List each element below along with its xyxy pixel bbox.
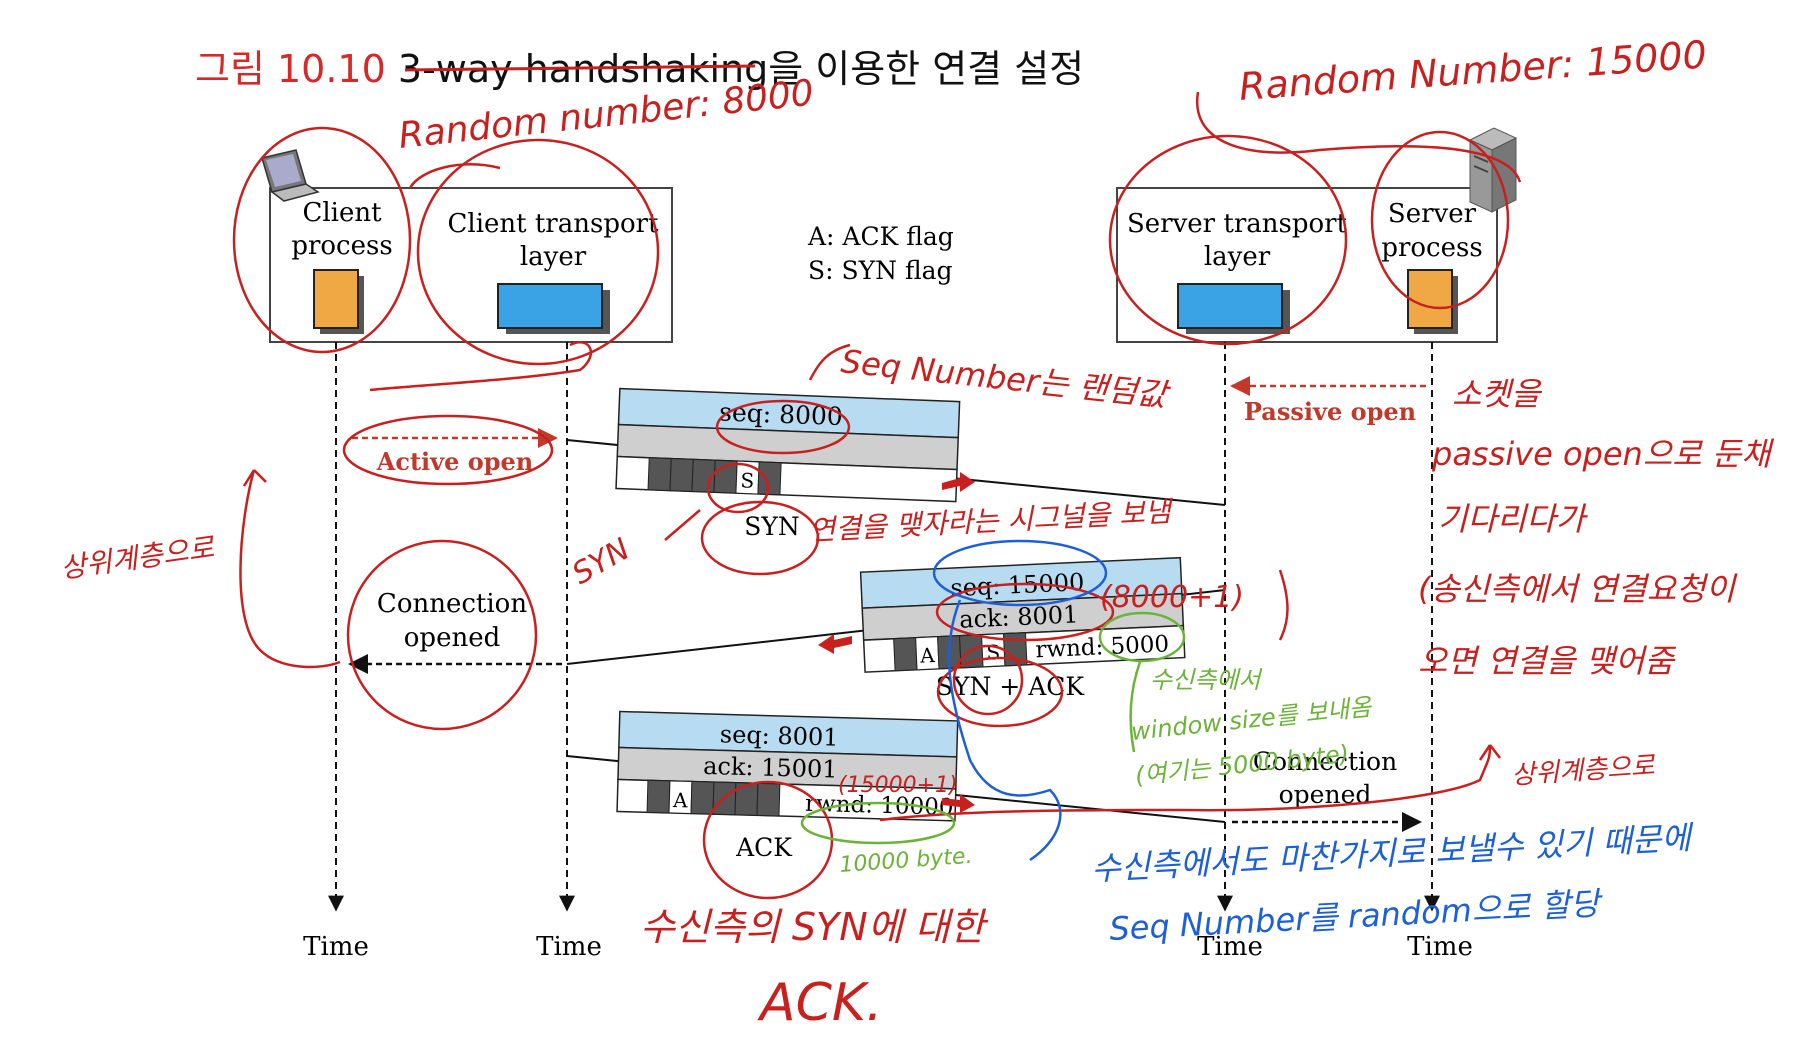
note-socket-5: 오면 연결을 맺어줌 [1418, 642, 1676, 680]
circle-client-connection [346, 539, 538, 731]
syn-seq-label: seq: 8000 [719, 397, 844, 431]
syn-flag-s: S [740, 468, 755, 493]
circle-syn-label [700, 500, 820, 576]
figure-number: 그림 10.10 [195, 47, 386, 91]
server-process-label-1: Server [1388, 199, 1477, 229]
time-label-4: Time [1407, 932, 1473, 962]
circle-synack-flag [952, 644, 1024, 716]
upper-layer-right-arrowhead [1478, 744, 1501, 761]
circle-server-transport [1108, 134, 1348, 346]
note-random-client: Random number: 8000 [397, 73, 816, 157]
circle-client-process [232, 126, 412, 354]
client-transport-block [497, 283, 603, 329]
note-bottom-2: ACK. [757, 973, 883, 1033]
passive-open-label: Passive open [1244, 397, 1416, 426]
plus-one-bracket [1278, 569, 1289, 641]
client-connection-opened-1: Connection [377, 589, 527, 619]
synack-direction-arrow [818, 634, 852, 654]
circle-server-process [1370, 130, 1510, 310]
seq-note-leader [808, 343, 851, 381]
active-open-bracket [369, 341, 592, 392]
server-random-stroke [1195, 91, 1522, 183]
timelines [328, 342, 1440, 912]
server-process-block [1407, 269, 1453, 329]
client-box: Client process Client transport layer [269, 187, 673, 343]
syn-segment: seq: 8000 S [615, 387, 961, 503]
green-annotation-strokes [800, 611, 1186, 845]
blue-leader-line [947, 599, 1062, 862]
synack-flag-a: A [919, 643, 936, 668]
ack-ack-label: ack: 15001 [703, 752, 838, 784]
legend-ack: A: ACK flag [807, 222, 954, 251]
note-upper-layer-left: 상위계층으로 [58, 531, 217, 585]
green-leader-line [1129, 661, 1142, 753]
synack-rwnd-label: rwnd: 5000 [1035, 631, 1170, 663]
server-transport-block [1177, 283, 1283, 329]
syn-note-pointer [664, 509, 701, 541]
client-process-label-1: Client [302, 198, 382, 228]
note-socket-3: 기다리다가 [1438, 500, 1589, 538]
title-strike [404, 64, 756, 72]
ack-segment: seq: 8001 ack: 15001 rwnd: 10000 A [616, 710, 959, 822]
circle-synack-seq [932, 539, 1108, 607]
ack-seq-label: seq: 8001 [720, 720, 839, 751]
synack-flag-s: S [986, 640, 1001, 665]
client-process-label-2: process [291, 231, 392, 261]
note-socket-4: (송신측에서 연결요청이 [1418, 570, 1738, 608]
note-syn-signal: 연결을 맺자라는 시그널을 보냄 [809, 495, 1175, 547]
note-blue-1: 수신측에서도 마찬가지로 보낼수 있기 때문에 [1090, 818, 1695, 888]
client-transport-label-2: layer [520, 242, 587, 272]
active-open-label: Active open [376, 447, 534, 476]
server-connection-opened-1: Connection [1253, 747, 1397, 776]
time-label-1: Time [303, 932, 369, 962]
server-process-label-2: process [1381, 233, 1482, 263]
circle-synack-ack [935, 582, 1115, 642]
server-transport-label-2: layer [1204, 242, 1271, 272]
client-connection-opened-2: opened [404, 623, 500, 653]
client-transport-label-1: Client transport [447, 209, 659, 239]
note-random-server: Random Number: 15000 [1238, 32, 1709, 109]
syn-label: SYN [744, 512, 800, 541]
circle-syn-flag [706, 462, 770, 514]
red-annotation-strokes [232, 91, 1522, 900]
note-plus-one: (8000+1) [1100, 580, 1244, 615]
client-random-stroke [408, 163, 501, 189]
circle-client-transport [416, 138, 660, 366]
note-socket-2: passive open으로 둔채 [1431, 435, 1774, 473]
server-tower-icon [1468, 127, 1518, 213]
note-green-2: window size를 보내옴 [1130, 693, 1375, 746]
note-blue-2: Seq Number를 random으로 할당 [1108, 884, 1605, 948]
laptop-icon [261, 149, 320, 202]
note-bottom-1: 수신측의 SYN에 대한 [640, 905, 989, 949]
blue-annotation-strokes [932, 539, 1108, 862]
legend-syn: S: SYN flag [808, 256, 953, 285]
time-label-2: Time [536, 932, 602, 962]
circle-active-open [342, 414, 554, 486]
note-green-ack: 10000 byte. [839, 844, 974, 878]
note-upper-layer-right: 상위계층으로 [1510, 751, 1656, 791]
circle-synack-label [936, 656, 1064, 728]
ack-direction-arrow [942, 794, 975, 813]
circle-ack-rwnd [800, 801, 956, 845]
circle-syn-seq [715, 399, 851, 455]
upper-layer-left-arrowhead [242, 469, 267, 487]
circle-synack-rwnd [1098, 611, 1186, 663]
note-syn-arrow: SYN [567, 532, 636, 592]
client-process-block [313, 269, 359, 329]
note-ack-plus-one: (15000+1) [838, 773, 958, 798]
time-label-3: Time [1197, 932, 1263, 962]
ack-flag-a: A [672, 788, 689, 812]
ack-label: ACK [735, 833, 793, 862]
note-socket-1: 소켓을 [1452, 375, 1543, 413]
syn-direction-arrow [942, 472, 975, 492]
upper-layer-right-curve [879, 744, 1492, 822]
server-transport-label-1: Server transport [1127, 209, 1348, 239]
server-box: Server transport layer Server process [1116, 187, 1498, 343]
upper-layer-left-curve [239, 469, 341, 669]
figure-title: 그림 10.10 3-way handshaking을 이용한 연결 설정 [195, 38, 1084, 93]
note-green-1: 수신측에서 [1150, 666, 1263, 694]
